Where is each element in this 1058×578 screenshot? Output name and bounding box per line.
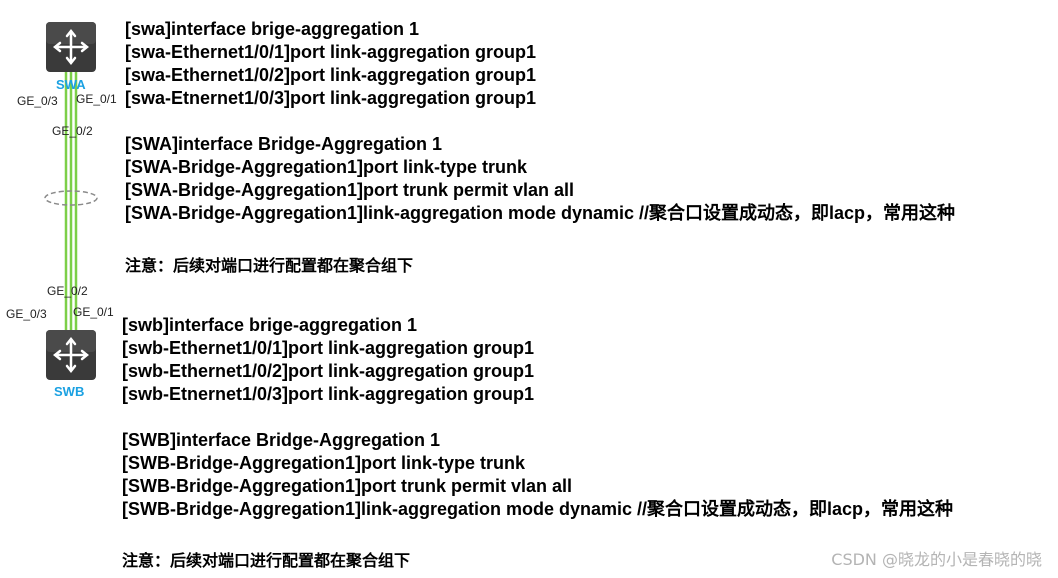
swa-note: 注意：后续对端口进行配置都在聚合组下: [125, 256, 414, 275]
switch-icon[interactable]: [46, 330, 96, 380]
config-line: [swa-Ethernet1/0/1]port link-aggregation…: [125, 42, 537, 62]
aggregated-links: [64, 70, 78, 332]
swb-port-right: GE_0/1: [73, 305, 114, 319]
config-line: [swb-Etnernet1/0/3]port link-aggregation…: [122, 384, 535, 404]
topology-diagram: [44, 22, 98, 380]
config-line: [SWA-Bridge-Aggregation1]port trunk perm…: [125, 180, 575, 200]
swa-label: SWA: [56, 77, 86, 92]
config-line: [swb-Ethernet1/0/1]port link-aggregation…: [122, 338, 535, 358]
config-line: [SWA-Bridge-Aggregation1]port link-type …: [125, 157, 527, 177]
aggregation-ellipse: [44, 190, 98, 206]
swb-note: 注意：后续对端口进行配置都在聚合组下: [122, 551, 411, 570]
swb-agg-config: [swb]interface brige-aggregation 1 [swb-…: [122, 314, 534, 406]
switch-icon[interactable]: [46, 22, 96, 72]
config-line: [SWB-Bridge-Aggregation1]port link-type …: [122, 453, 525, 473]
config-line: [SWA-Bridge-Aggregation1]link-aggregatio…: [125, 203, 956, 223]
swb-bridge-config: [SWB]interface Bridge-Aggregation 1 [SWB…: [122, 429, 953, 521]
config-line: [SWA]interface Bridge-Aggregation 1: [125, 134, 443, 154]
swb-port-left: GE_0/3: [6, 307, 47, 321]
config-line: [swb]interface brige-aggregation 1: [122, 315, 418, 335]
swa-bridge-config: [SWA]interface Bridge-Aggregation 1 [SWA…: [125, 133, 955, 225]
config-line: [swa-Ethernet1/0/2]port link-aggregation…: [125, 65, 537, 85]
swa-port-left: GE_0/3: [17, 94, 58, 108]
config-line: [swb-Ethernet1/0/2]port link-aggregation…: [122, 361, 535, 381]
config-line: [SWB]interface Bridge-Aggregation 1: [122, 430, 441, 450]
config-line: [SWB-Bridge-Aggregation1]link-aggregatio…: [122, 499, 954, 519]
swb-port-middle: GE_0/2: [47, 284, 88, 298]
config-line: [swa]interface brige-aggregation 1: [125, 19, 420, 39]
config-line: [swa-Etnernet1/0/3]port link-aggregation…: [125, 88, 537, 108]
config-line: [SWB-Bridge-Aggregation1]port trunk perm…: [122, 476, 573, 496]
swa-port-middle: GE_0/2: [52, 124, 93, 138]
swa-agg-config: [swa]interface brige-aggregation 1 [swa-…: [125, 18, 536, 110]
swb-label: SWB: [54, 384, 85, 399]
watermark: CSDN @晓龙的小是春晓的晓: [831, 550, 1042, 569]
swa-port-right: GE_0/1: [76, 92, 117, 106]
